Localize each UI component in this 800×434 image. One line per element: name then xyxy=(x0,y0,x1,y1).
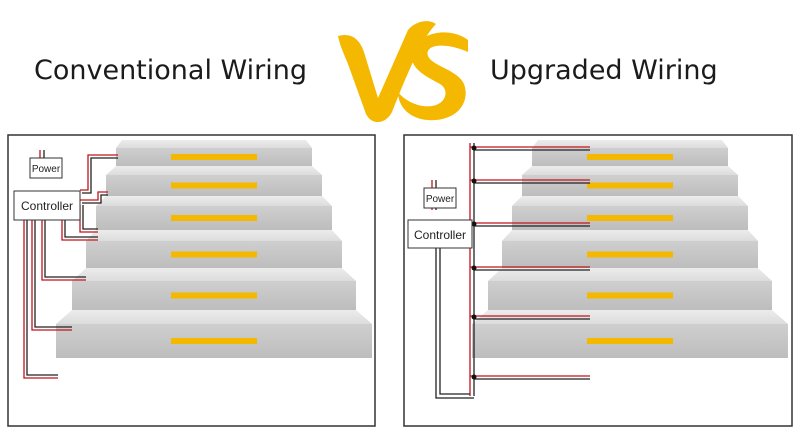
left-power-label: Power xyxy=(32,164,61,175)
right-led-strip-3 xyxy=(587,215,673,221)
right-staircase xyxy=(472,140,788,358)
right-step-5-tread xyxy=(488,268,772,281)
right-controller-label: Controller xyxy=(414,228,466,242)
left-step-6-tread xyxy=(56,310,372,324)
left-led-strip-1 xyxy=(171,154,257,160)
right-junction-5 xyxy=(471,314,477,320)
right-step-6-tread xyxy=(472,310,788,324)
right-step-4-tread xyxy=(502,230,758,241)
right-step-1-tread xyxy=(532,140,728,148)
left-step-4-tread xyxy=(86,230,342,241)
left-led-strip-2 xyxy=(171,182,257,189)
left-led-strip-4 xyxy=(171,251,257,258)
right-panel: Power Controller xyxy=(403,134,793,427)
right-led-strip-2 xyxy=(587,182,673,189)
left-led-strip-3 xyxy=(171,215,257,221)
right-step-3-tread xyxy=(512,196,748,206)
right-led-strip-5 xyxy=(587,292,673,299)
right-led-strip-1 xyxy=(587,154,673,160)
right-junction-2 xyxy=(471,178,477,184)
right-step-2-tread xyxy=(522,166,738,175)
right-junction-1 xyxy=(471,145,477,151)
right-power-label: Power xyxy=(426,194,455,205)
right-junction-6 xyxy=(471,374,477,380)
left-controller-label: Controller xyxy=(21,199,73,213)
vs-logo xyxy=(338,21,468,123)
left-controller-box xyxy=(13,190,81,221)
left-step-1-tread xyxy=(116,140,312,148)
right-controller-box xyxy=(407,219,473,249)
left-step-2-tread xyxy=(106,166,322,175)
right-junction-3 xyxy=(471,221,477,227)
right-led-strip-4 xyxy=(587,251,673,258)
left-led-strip-5 xyxy=(171,292,257,299)
right-junction-4 xyxy=(471,265,477,271)
right-power-box xyxy=(423,187,457,209)
left-step-5-tread xyxy=(72,268,356,281)
right-led-strip-6 xyxy=(587,338,673,344)
left-step-3-tread xyxy=(96,196,332,206)
left-panel: Power Controller xyxy=(7,134,376,427)
left-wires xyxy=(23,150,118,379)
right-wires xyxy=(431,143,590,399)
left-power-box xyxy=(29,157,63,179)
title-upgraded-wiring: Upgraded Wiring xyxy=(490,55,718,86)
left-led-strip-6 xyxy=(171,338,257,344)
title-conventional-wiring: Conventional Wiring xyxy=(34,55,307,86)
left-staircase xyxy=(56,140,372,358)
